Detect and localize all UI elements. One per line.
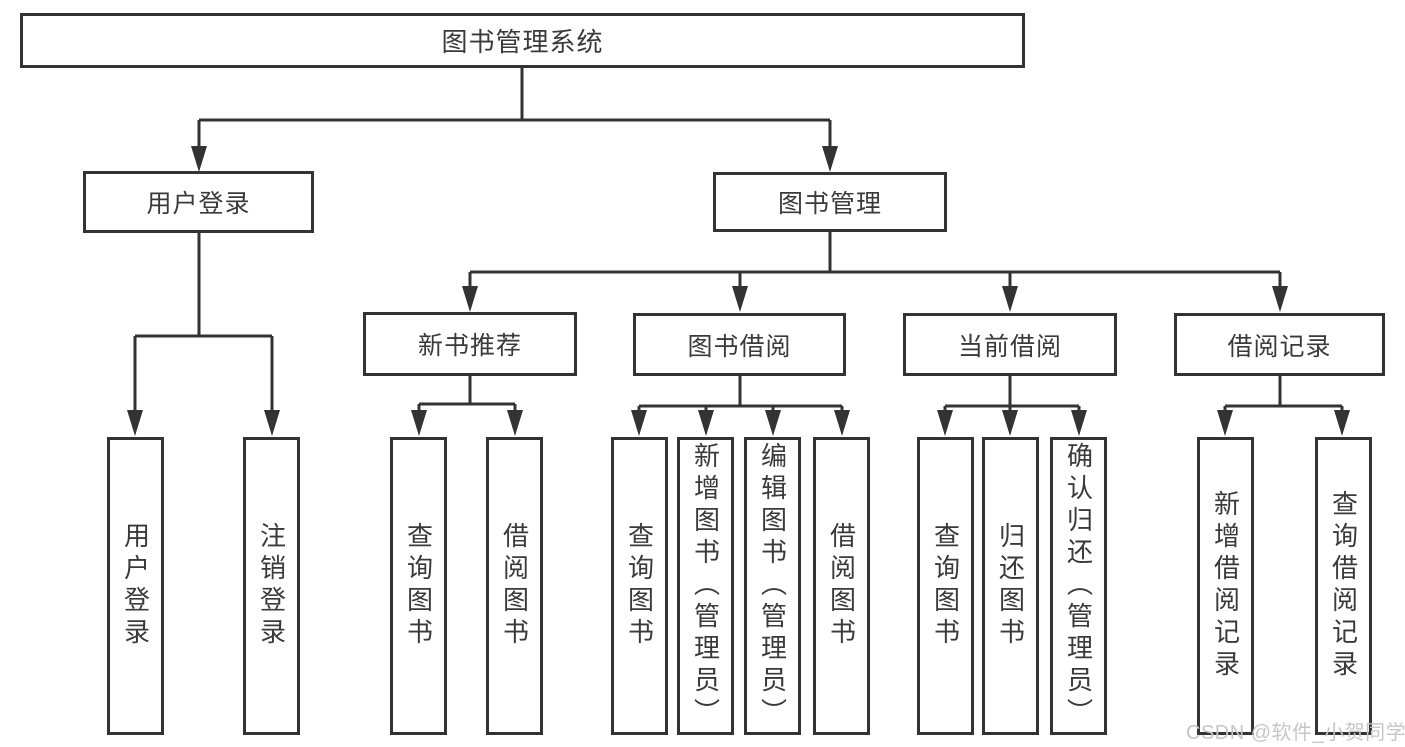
leaf-query-books-borrowing: 查询图书 xyxy=(611,437,668,735)
node-label: 当前借阅 xyxy=(957,332,1062,361)
node-label: 新书推荐 xyxy=(417,332,522,360)
leaf-label: 编辑图书（管理员） xyxy=(757,442,788,730)
node-label: 用户登录 xyxy=(146,190,251,218)
leaf-label: 新增图书（管理员） xyxy=(690,442,721,730)
leaf-borrow-books-borrowing: 借阅图书 xyxy=(813,437,870,735)
node-user-login: 用户登录 xyxy=(83,171,314,233)
leaf-label: 查询图书 xyxy=(930,522,961,650)
leaf-edit-books-admin: 编辑图书（管理员） xyxy=(744,437,801,735)
leaf-query-books-current: 查询图书 xyxy=(917,437,974,735)
csdn-watermark: CSDN @软件_小贺同学 xyxy=(1186,722,1405,744)
leaf-label: 确认归还（管理员） xyxy=(1063,442,1094,730)
leaf-add-borrow-record: 新增借阅记录 xyxy=(1197,437,1254,735)
leaf-user-login: 用户登录 xyxy=(107,437,164,735)
node-label: 图书管理系统 xyxy=(441,27,604,57)
leaf-label: 查询图书 xyxy=(624,522,655,650)
leaf-confirm-return-admin: 确认归还（管理员） xyxy=(1050,437,1107,735)
node-book-management: 图书管理 xyxy=(713,172,947,232)
leaf-label: 查询借阅记录 xyxy=(1328,490,1359,682)
node-label: 图书管理 xyxy=(777,190,882,218)
leaf-add-books-admin: 新增图书（管理员） xyxy=(677,437,734,735)
leaf-borrow-books-recommend: 借阅图书 xyxy=(486,437,543,735)
leaf-label: 归还图书 xyxy=(995,522,1026,650)
leaf-label: 注销登录 xyxy=(256,522,287,650)
node-label: 图书借阅 xyxy=(687,332,792,361)
node-label: 借阅记录 xyxy=(1227,332,1332,361)
leaf-label: 借阅图书 xyxy=(826,522,857,650)
leaf-return-books: 归还图书 xyxy=(982,437,1039,735)
leaf-label: 用户登录 xyxy=(120,522,151,650)
node-library-system: 图书管理系统 xyxy=(20,13,1025,68)
node-new-book-recommend: 新书推荐 xyxy=(363,312,577,376)
leaf-label: 查询图书 xyxy=(403,522,434,650)
leaf-logout: 注销登录 xyxy=(243,437,300,735)
leaf-query-borrow-record: 查询借阅记录 xyxy=(1315,437,1372,735)
leaf-query-books-recommend: 查询图书 xyxy=(390,437,447,735)
node-borrow-records: 借阅记录 xyxy=(1174,313,1385,376)
leaf-label: 借阅图书 xyxy=(499,522,530,650)
node-book-borrowing: 图书借阅 xyxy=(633,313,846,376)
leaf-label: 新增借阅记录 xyxy=(1210,490,1241,682)
node-current-borrowing: 当前借阅 xyxy=(903,313,1117,376)
